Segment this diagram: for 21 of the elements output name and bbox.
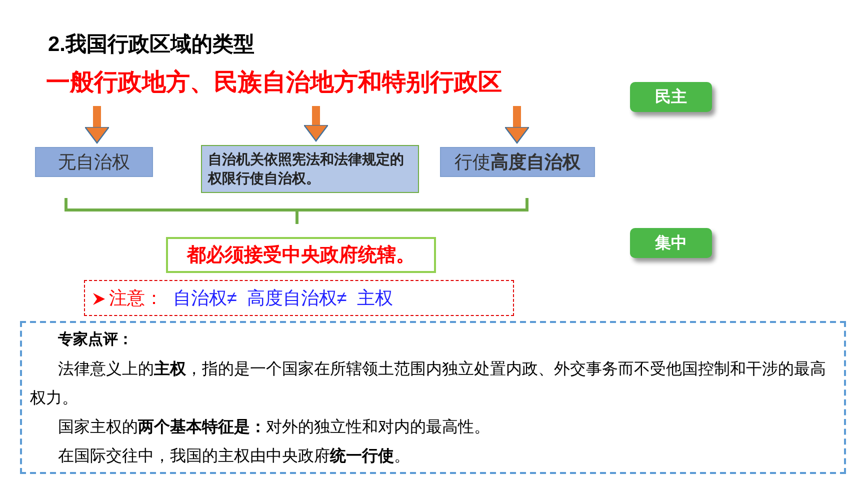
note-text: 主权 bbox=[356, 287, 393, 310]
slide-title: 2.我国行政区域的类型 bbox=[48, 32, 255, 58]
text-box: 自治机关依照宪法和法律规定的权限行使自治权。 bbox=[201, 145, 419, 193]
arrow bbox=[504, 106, 530, 144]
comment-paragraph: 国家主权的两个基本特征是：对外的独立性和对内的最高性。 bbox=[57, 416, 491, 438]
text-box: 都必须接受中央政府统辖。 bbox=[166, 237, 436, 273]
label-box: 无自治权 bbox=[35, 147, 153, 177]
tag-badge: 民主 bbox=[630, 82, 712, 112]
label-box: 行使高度自治权 bbox=[440, 147, 595, 177]
note-text: 高度自治权≠ bbox=[246, 287, 347, 310]
note-box bbox=[84, 280, 514, 316]
note-label: 注意： bbox=[109, 287, 163, 310]
comment-paragraph: 法律意义上的主权，指的是一个国家在所辖领土范围内独立处置内政、外交事务而不受他国控制和干涉的最高权力。 bbox=[30, 358, 827, 409]
arrow bbox=[84, 106, 110, 144]
heading-text: 一般行政地方、民族自治地方和特别行政区 bbox=[46, 66, 546, 104]
comment-heading: 专家点评： bbox=[57, 329, 134, 350]
tag-badge: 集中 bbox=[630, 228, 712, 258]
comment-paragraph: 在国际交往中，我国的主权由中央政府统一行使。 bbox=[57, 445, 411, 467]
comment-box bbox=[20, 321, 846, 474]
note-text: 自治权≠ bbox=[173, 287, 237, 310]
arrow bbox=[303, 106, 329, 142]
